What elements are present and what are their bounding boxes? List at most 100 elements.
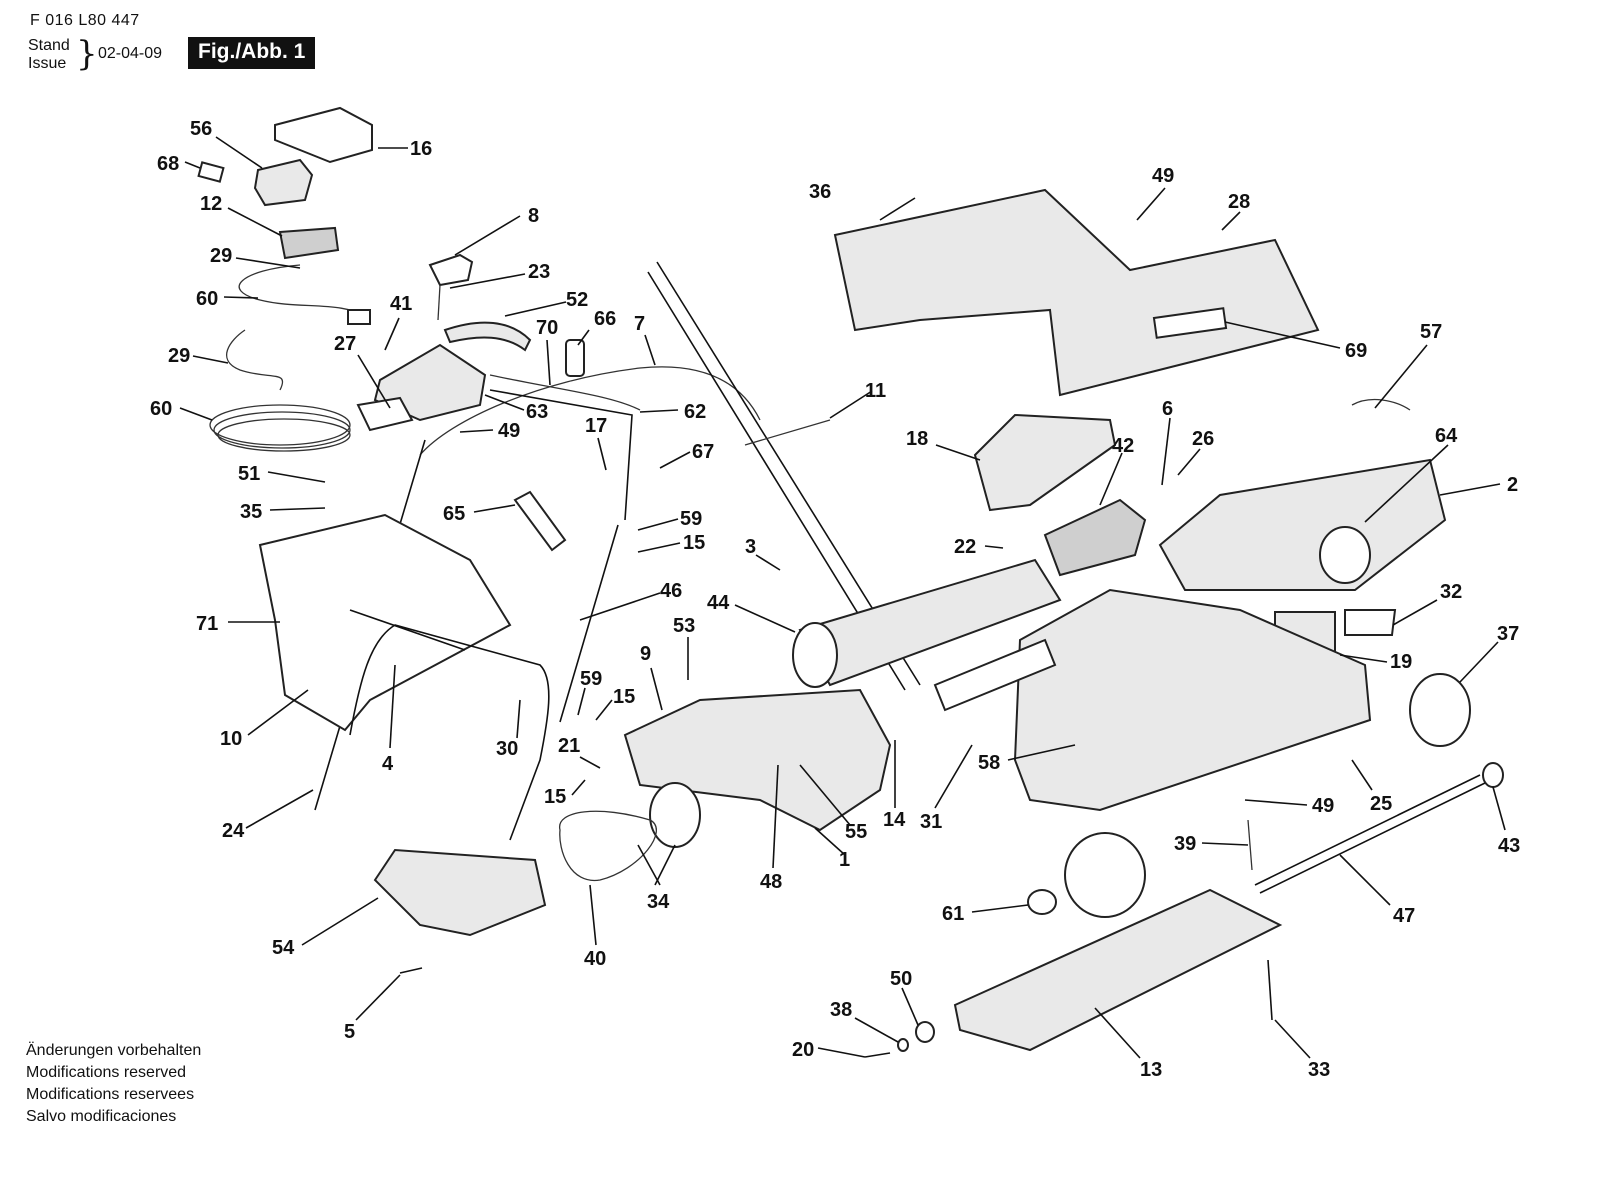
callout-12: 12 (200, 193, 222, 215)
callout-44: 44 (707, 592, 730, 614)
callout-48: 48 (760, 871, 782, 893)
callout-57: 57 (1420, 321, 1442, 343)
callout-49-left: 49 (498, 420, 520, 442)
callout-59-mid: 59 (580, 668, 602, 690)
callout-2: 2 (1507, 474, 1518, 496)
callout-61: 61 (942, 903, 964, 925)
callout-18: 18 (906, 428, 928, 450)
callout-28: 28 (1228, 191, 1250, 213)
notice-de: Änderungen vorbehalten (26, 1042, 202, 1059)
part-40-belt (559, 810, 657, 882)
part-32-shape (1344, 609, 1397, 636)
callout-63: 63 (526, 401, 548, 423)
callout-50: 50 (890, 968, 912, 990)
callout-56: 56 (190, 118, 212, 140)
part-42-shape (1043, 498, 1147, 577)
callout-10: 10 (220, 728, 242, 750)
callout-36: 36 (809, 181, 831, 203)
part-16-shape (274, 106, 373, 164)
part-2-shape (1158, 458, 1447, 591)
callout-8: 8 (528, 205, 539, 227)
callout-60-left: 60 (150, 398, 172, 420)
callout-65: 65 (443, 503, 465, 525)
callout-20: 20 (792, 1039, 814, 1061)
coil-1 (209, 404, 351, 446)
callout-19: 19 (1390, 651, 1412, 673)
callout-41: 41 (390, 293, 412, 315)
notice-es: Salvo modificaciones (26, 1108, 177, 1125)
callout-13: 13 (1140, 1059, 1162, 1081)
stand-issue-labels: Stand Issue (28, 37, 70, 73)
part-43-shape (1482, 762, 1504, 788)
part-52-shape (443, 321, 532, 352)
callout-24: 24 (222, 820, 245, 842)
front-wheel (1064, 832, 1146, 918)
callout-16: 16 (410, 138, 432, 160)
callout-35: 35 (240, 501, 262, 523)
part-62-bar (489, 389, 633, 521)
leader-lines (179, 136, 1506, 1059)
issue-date: 02-04-09 (98, 45, 163, 62)
callout-1: 1 (839, 849, 850, 871)
part-66-shape (565, 339, 585, 377)
callout-30: 30 (496, 738, 518, 760)
callout-43: 43 (1498, 835, 1520, 857)
callout-34: 34 (647, 891, 670, 913)
part-60-upper-shape (238, 264, 371, 319)
callout-9: 9 (640, 643, 651, 665)
callout-67: 67 (692, 441, 714, 463)
callout-58: 58 (978, 752, 1000, 774)
part-58-deck (1013, 588, 1372, 812)
callout-32: 32 (1440, 581, 1462, 603)
callout-59-top: 59 (680, 508, 702, 530)
callout-39: 39 (1174, 833, 1196, 855)
callout-15-mid: 15 (613, 686, 635, 708)
callout-7: 7 (634, 313, 645, 335)
part-18-shape (973, 413, 1117, 512)
roller-end (792, 622, 838, 688)
part-37-wheel (1409, 673, 1471, 747)
callout-3: 3 (745, 536, 756, 558)
callout-5: 5 (344, 1021, 355, 1043)
stand-label: Stand (28, 37, 70, 54)
part-47-axle-b (1259, 782, 1486, 894)
callout-11: 11 (865, 380, 886, 402)
brace-glyph: } (76, 34, 98, 74)
part-8-shape (428, 253, 474, 287)
callout-15-top: 15 (683, 532, 705, 554)
callout-31: 31 (920, 811, 942, 833)
callout-27: 27 (334, 333, 356, 355)
callout-22: 22 (954, 536, 976, 558)
callout-55: 55 (845, 821, 867, 843)
callout-15-low: 15 (544, 786, 566, 808)
callout-64: 64 (1435, 425, 1458, 447)
part-4-frame (349, 624, 550, 841)
part-64-pulley (1319, 526, 1371, 584)
part-29-cable-shape (226, 329, 284, 391)
part-34-pulley (649, 782, 701, 848)
callout-labels: 16 56 68 12 29 60 8 23 52 41 27 70 66 7 … (150, 118, 1520, 1081)
coil-2 (213, 411, 351, 449)
part-20-screw (864, 1052, 891, 1058)
part-4-rail (349, 609, 466, 651)
part-31-shape (933, 638, 1057, 712)
callout-52: 52 (566, 289, 588, 311)
notice-fr: Modifications reservees (26, 1086, 195, 1103)
issue-label: Issue (28, 55, 67, 72)
part-61-shape (1027, 889, 1057, 915)
callout-69: 69 (1345, 340, 1367, 362)
notice-en: Modifications reserved (26, 1064, 187, 1081)
part-36-shape (833, 188, 1320, 397)
callout-47: 47 (1393, 905, 1415, 927)
callout-40: 40 (584, 948, 606, 970)
part-5-screw (399, 967, 423, 974)
figure-label: Fig./Abb. 1 (188, 37, 316, 69)
callout-62: 62 (684, 401, 706, 423)
callout-66: 66 (594, 308, 616, 330)
callout-42: 42 (1112, 435, 1134, 457)
callout-53: 53 (673, 615, 695, 637)
part-7-cable (419, 366, 761, 456)
part-65-shape (513, 490, 567, 552)
callout-25: 25 (1370, 793, 1392, 815)
